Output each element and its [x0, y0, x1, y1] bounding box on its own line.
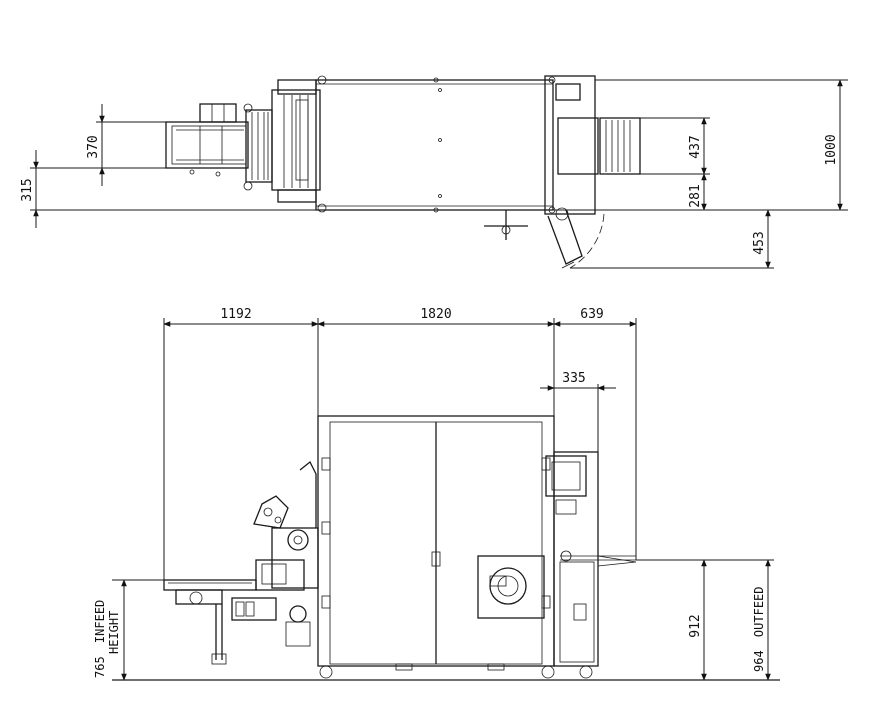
- inspection-window: [477, 555, 545, 619]
- dim-453-label: 453: [752, 231, 767, 254]
- outfeed-height-label: OUTFEED: [752, 587, 766, 638]
- dim-281-label: 281: [688, 184, 703, 207]
- dim-912-label: 912: [688, 614, 703, 637]
- dim-1192-label: 1192: [220, 307, 251, 322]
- dim-1000-label: 1000: [824, 134, 839, 165]
- outfeed-height-value: 964: [752, 650, 766, 672]
- dim-639-label: 639: [580, 307, 603, 322]
- tunnel-body-top: [315, 79, 554, 211]
- outfeed-module-top: [484, 75, 641, 269]
- infeed-height-value: 765: [93, 656, 107, 678]
- dim-315-label: 315: [20, 178, 35, 201]
- svg-text:964 OUTFEED: 964 OUTFEED: [752, 587, 766, 673]
- infeed-height-line2: HEIGHT: [107, 611, 121, 654]
- dim-1820-label: 1820: [420, 307, 451, 322]
- side-view: 1192 1820 639 335 912 964 OUTFEED 765 IN…: [93, 307, 780, 681]
- dim-370-label: 370: [86, 135, 101, 158]
- dim-335-label: 335: [562, 371, 585, 386]
- infeed-module-top: [165, 75, 327, 213]
- svg-text:765 INFEED: 765 INFEED: [93, 600, 107, 678]
- top-view: 370 315 437 281 1000 453: [20, 75, 848, 269]
- dim-437-label: 437: [688, 135, 703, 158]
- infeed-module-side: [163, 460, 319, 665]
- outfeed-module-side: [545, 451, 637, 667]
- infeed-height-line1: INFEED: [93, 600, 107, 643]
